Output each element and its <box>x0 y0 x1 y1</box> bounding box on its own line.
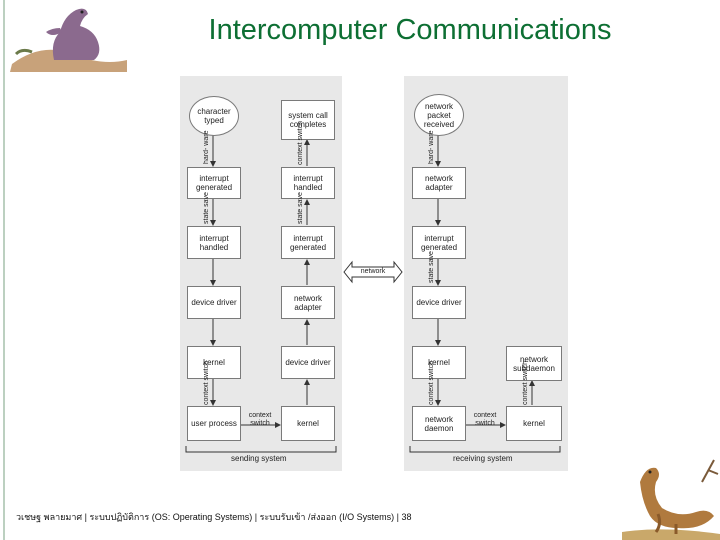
interrupt-generated-box: interrupt generated <box>187 167 241 199</box>
character-typed-node: character typed <box>189 96 239 136</box>
network-subdaemon-box: network subdaemon <box>506 346 562 381</box>
interrupt-generated-box: interrupt generated <box>281 226 335 259</box>
dinosaur-top-left-icon <box>10 8 127 72</box>
state-save-label: state save <box>203 192 210 224</box>
network-adapter-box: network adapter <box>412 167 466 199</box>
context-switch-label: context switch <box>428 361 435 405</box>
receiving-system-caption: receiving system <box>453 454 513 463</box>
kernel-box: kernel <box>187 346 241 379</box>
network-packet-received-node: network packet received <box>414 94 464 136</box>
context-switch-label: context switch <box>203 361 210 405</box>
device-driver-box: device driver <box>281 346 335 379</box>
device-driver-box: device driver <box>187 286 241 319</box>
state-save-label: state save <box>428 251 435 283</box>
context-switch-label: context switch <box>522 361 529 405</box>
network-adapter-box: network adapter <box>281 286 335 319</box>
device-driver-box: device driver <box>412 286 466 319</box>
dinosaur-bottom-right-icon <box>622 459 720 540</box>
context-switch-label: context switch <box>248 412 272 427</box>
kernel-box: kernel <box>281 406 335 441</box>
hardware-label: hard- ware <box>203 130 210 164</box>
kernel-box: kernel <box>412 346 466 379</box>
context-switch-label: context switch <box>473 412 497 427</box>
state-save-label: state save <box>297 192 304 224</box>
interrupt-handled-box: interrupt handled <box>281 167 335 199</box>
user-process-box: user process <box>187 406 241 441</box>
system-call-completes-box: system call completes <box>281 100 335 140</box>
slide-footer: วเชษฐ พลายมาศ | ระบบปฏิบัติการ (OS: Oper… <box>16 512 412 522</box>
network-daemon-box: network daemon <box>412 406 466 441</box>
slide-title: Intercomputer Communications <box>208 14 612 46</box>
context-switch-label: context switch <box>297 121 304 165</box>
hardware-label: hard- ware <box>428 130 435 164</box>
left-border-rule <box>3 0 5 540</box>
kernel-box: kernel <box>506 406 562 441</box>
network-label: network <box>360 268 386 275</box>
interrupt-generated-box: interrupt generated <box>412 226 466 259</box>
sending-system-caption: sending system <box>231 454 287 463</box>
interrupt-handled-box: interrupt handled <box>187 226 241 259</box>
